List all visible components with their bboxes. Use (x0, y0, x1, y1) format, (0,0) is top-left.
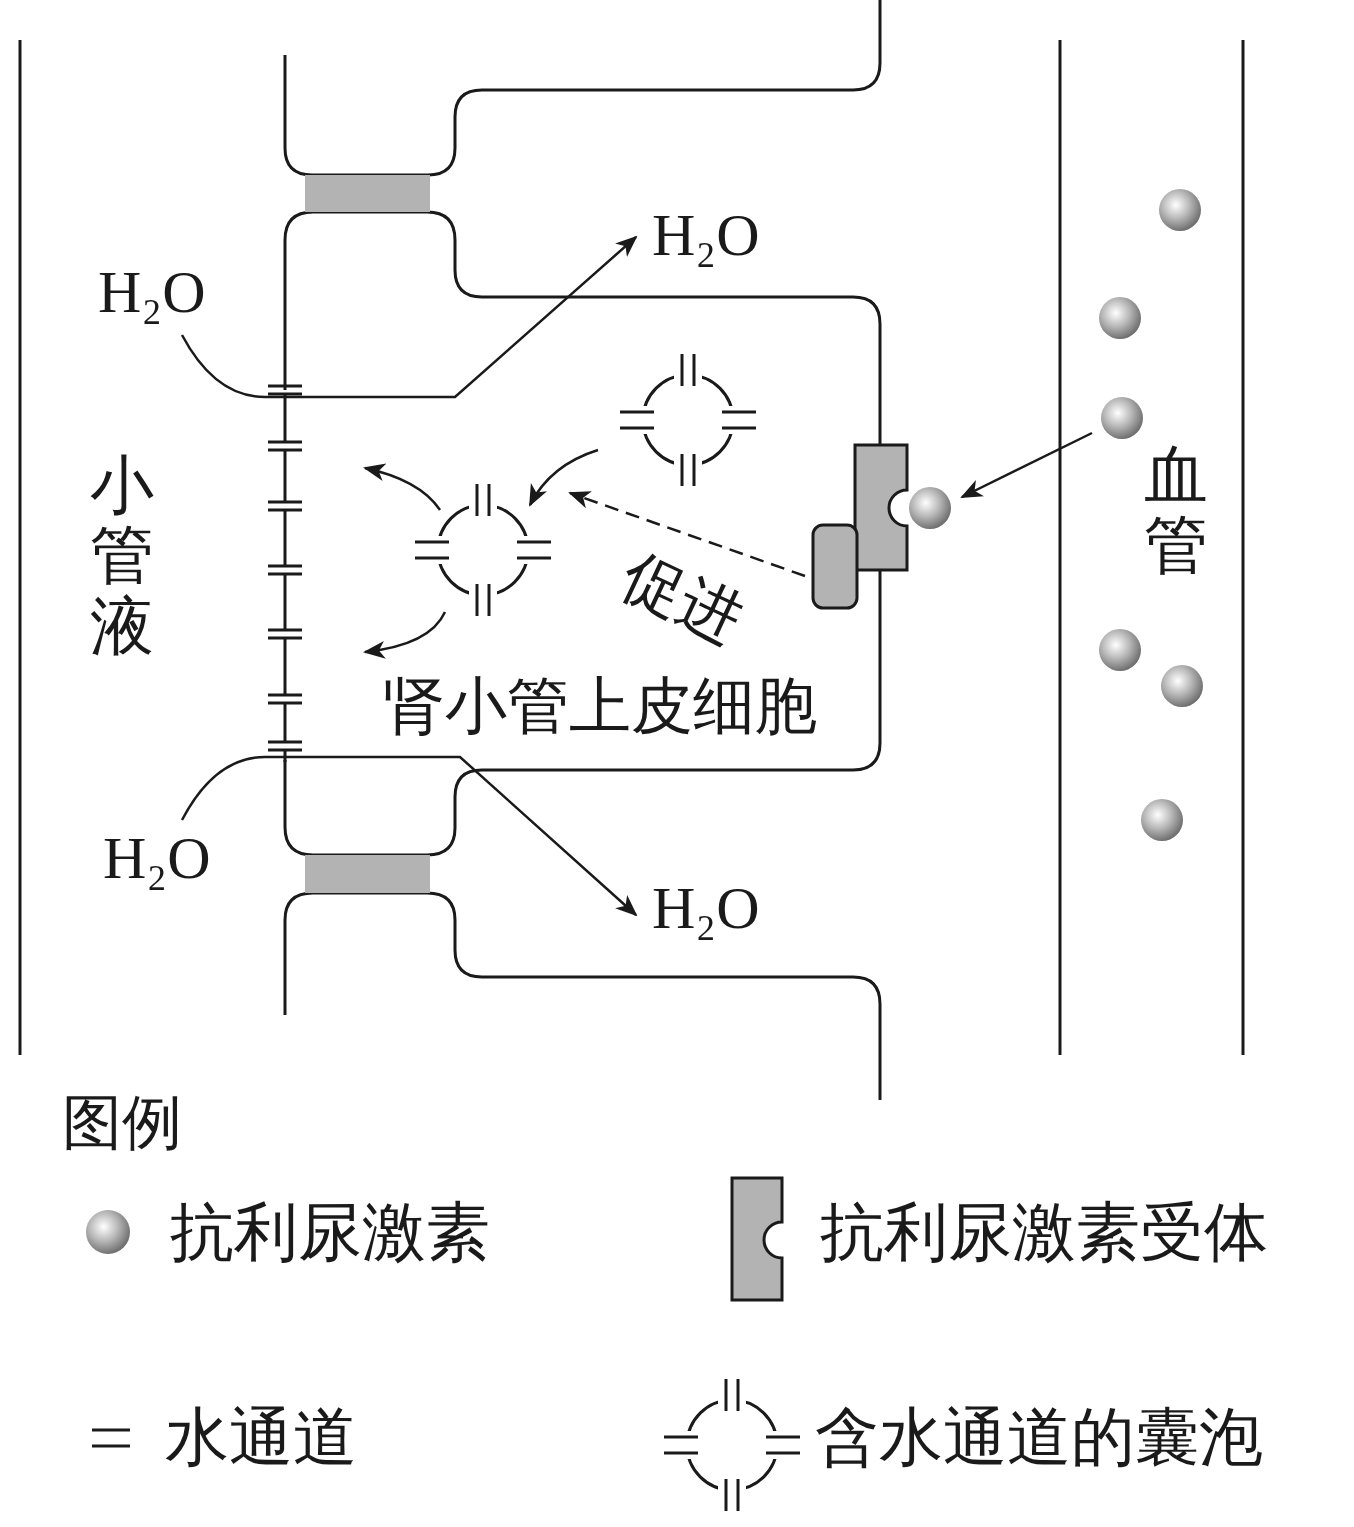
water-label: H₂O (103, 828, 211, 888)
region: 小管液 (20, 40, 285, 1055)
region-label: 小管液 (90, 450, 154, 661)
region: 肾小管上皮细胞 (285, 297, 880, 770)
legend-text: 抗利尿激素受体 (820, 1200, 1268, 1264)
region-label: 肾小管上皮细胞 (383, 675, 817, 737)
legend-text: 含水通道的囊泡 (815, 1405, 1263, 1469)
action-label: 促进 (613, 544, 752, 653)
water-label: H₂O (652, 205, 760, 265)
legend-text: 水通道 (165, 1405, 357, 1469)
region: 血管 (1060, 40, 1243, 1055)
region-label: 血管 (1144, 440, 1208, 581)
legend-heading: 图例 (62, 1092, 182, 1152)
water-label: H₂O (98, 262, 206, 322)
water-label: H₂O (652, 878, 760, 938)
legend-text: 抗利尿激素 (170, 1200, 490, 1264)
